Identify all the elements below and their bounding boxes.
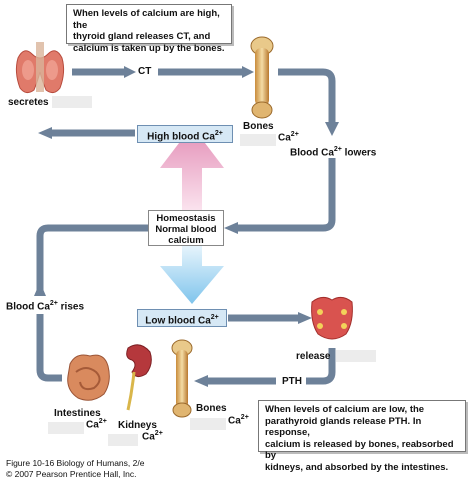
bones-top-label: Bones [243, 121, 274, 132]
ca-bones-bottom-label: Ca2+ [228, 414, 249, 427]
note-line: calcium is released by bones, reabsorbed… [265, 438, 454, 462]
flow-arrows-top [50, 68, 336, 232]
note-line: kidneys, and absorbed by the intestines. [265, 461, 449, 473]
ca-top-label: Ca2+ [278, 131, 299, 144]
high-calcium-note: When levels of calcium are high, the thy… [66, 4, 232, 54]
kidneys-label: Kidneys [118, 420, 157, 431]
arrow-homeostasis-to-rises [36, 224, 148, 294]
homeostasis-line: calcium [168, 235, 204, 246]
pth-label: PTH [282, 376, 302, 387]
high-blood-calcium-box: High blood Ca2+ [137, 125, 233, 143]
note-line: thyroid gland releases CT, and [73, 31, 211, 42]
arrow-to-blood-lowers [278, 68, 336, 124]
blood-ca-lowers-label: Blood Ca2+ lowers [290, 146, 377, 159]
note-line: When levels of calcium are high, the [73, 8, 220, 31]
answer-blank[interactable] [190, 418, 226, 430]
answer-blank[interactable] [48, 422, 84, 434]
arrowhead [194, 375, 208, 387]
note-line: When levels of calcium are low, the [265, 404, 425, 415]
arrowhead [242, 66, 254, 78]
arrowhead [124, 66, 136, 78]
kidney-icon [126, 344, 152, 411]
arrow-parathyroid-to-pth [306, 348, 336, 385]
high-calcium-arrow [160, 126, 224, 212]
homeostasis-title: Homeostasis [156, 213, 216, 224]
answer-blank[interactable] [52, 96, 92, 108]
arrowhead [34, 282, 46, 296]
ca-kidneys-label: Ca2+ [142, 430, 163, 443]
parathyroid-glands-icon [311, 296, 353, 340]
homeostasis-box: Homeostasis Normal blood calcium [148, 210, 224, 246]
caption-line: Figure 10-16 Biology of Humans, 2/e [6, 458, 145, 468]
thyroid-secretes-label: secretes [8, 97, 49, 108]
thyroid-gland-icon [15, 42, 65, 94]
arrowhead [224, 222, 238, 234]
low-calcium-note: When levels of calcium are low, the para… [258, 400, 466, 473]
flow-arrows-bottom [36, 224, 336, 385]
note-line: calcium is taken up by the bones. [73, 42, 225, 54]
answer-blank[interactable] [108, 434, 138, 446]
ca-intestines-label: Ca2+ [86, 418, 107, 431]
bone-icon-top [250, 36, 274, 119]
intestines-label: Intestines [54, 408, 101, 419]
arrow-intestines-to-rises [36, 314, 62, 382]
arrowhead [298, 312, 312, 324]
figure-caption: Figure 10-16 Biology of Humans, 2/e © 20… [6, 458, 144, 480]
arrowhead [325, 122, 339, 136]
low-blood-calcium-box: Low blood Ca2+ [137, 309, 227, 327]
caption-line: © 2007 Pearson Prentice Hall, Inc. [6, 469, 137, 479]
bones-bottom-label: Bones [196, 403, 227, 414]
note-line: parathyroid glands release PTH. In respo… [265, 415, 422, 439]
parathyroid-release-label: release [296, 351, 331, 362]
arrow-to-homeostasis-top [236, 158, 336, 232]
ct-label: CT [138, 66, 152, 77]
arrowhead [38, 127, 52, 139]
intestines-icon [67, 354, 110, 401]
low-calcium-arrow [160, 246, 224, 304]
homeostasis-line: Normal blood [155, 224, 217, 235]
blood-ca-rises-label: Blood Ca2+ rises [6, 300, 85, 313]
answer-blank[interactable] [240, 134, 276, 146]
bone-icon-bottom [171, 339, 193, 418]
answer-blank[interactable] [336, 350, 376, 362]
